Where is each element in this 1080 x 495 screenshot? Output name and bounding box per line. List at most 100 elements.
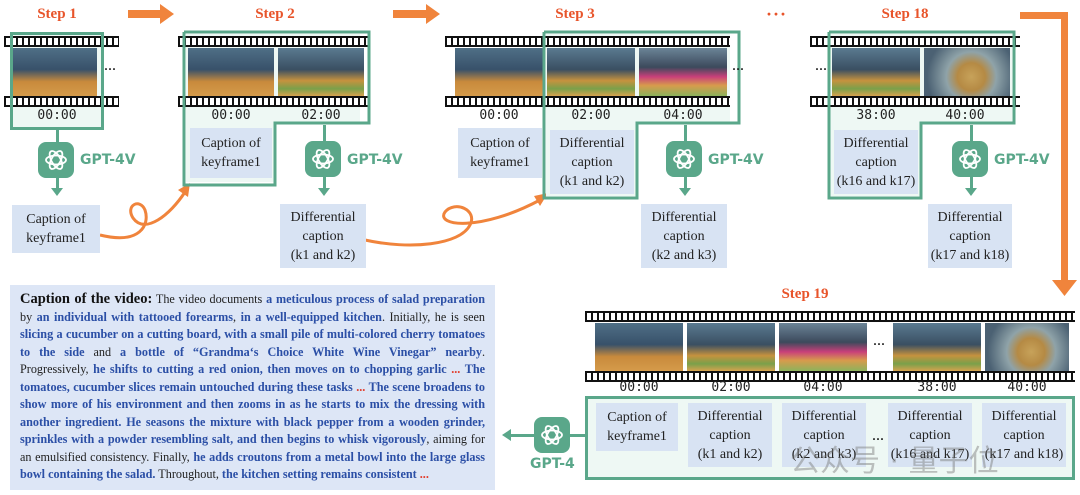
caption-line: (k1 and k2): [290, 247, 356, 263]
caption-text: , aiming for an emulsified consistency. …: [20, 432, 486, 464]
step3-output-caption: Differential caption (k2 and k3): [641, 204, 727, 268]
step2-to-step3-arrow: [393, 4, 440, 24]
film-perforation-bottom: [585, 371, 1075, 382]
step3-selection-box: [542, 30, 741, 200]
caption-line: caption: [803, 427, 845, 443]
caption-line: Differential: [897, 408, 963, 424]
arrow-down-icon: [51, 188, 63, 196]
keyframe-thumbnail: [639, 48, 727, 96]
caption-line: caption: [709, 427, 751, 443]
caption-line: Differential: [843, 135, 909, 151]
step19-filmstrip: ···: [585, 311, 1075, 383]
step2-output-caption: Differential caption (k1 and k2): [280, 204, 366, 268]
film-perforation-top: [4, 36, 119, 47]
caption-line: (k17 and k18): [984, 446, 1064, 462]
openai-logo-icon: [959, 149, 981, 169]
model-label: GPT-4V: [347, 152, 403, 168]
caption-text: . Initially, he is seen: [381, 309, 485, 324]
video-caption-lead: Caption of the video:: [20, 291, 153, 307]
connector: [970, 177, 973, 188]
caption-text: by: [20, 309, 37, 324]
caption-text: Throughout,: [155, 467, 222, 481]
caption-line: (k1 and k2): [697, 446, 763, 462]
timestamp: 00:00: [619, 380, 659, 395]
step1-output-caption: Caption of keyframe1: [12, 205, 100, 253]
timestamp: 00:00: [37, 108, 77, 123]
caption-line: caption: [663, 228, 705, 244]
orange-arrow-icon: [1052, 280, 1077, 296]
step2-input-caption: Caption of keyframe1: [190, 128, 272, 178]
caption-line: caption: [571, 154, 613, 170]
caption-line: caption: [949, 228, 991, 244]
keyframe-thumbnail: [595, 323, 683, 371]
step2-filmstrip: [178, 36, 368, 108]
model-label: GPT-4V: [708, 152, 764, 168]
connector: [323, 177, 326, 188]
timestamp: 02:00: [571, 108, 611, 123]
caption-line: Differential: [791, 408, 857, 424]
keyframe-thumbnail: [779, 323, 867, 371]
caption-ellipsis: ···: [872, 432, 885, 446]
step18-filmstrip: [810, 36, 1020, 108]
caption-line: (k16 and k17): [890, 446, 970, 462]
keyframe-thumbnail: [985, 323, 1069, 371]
caption-line: Differential: [991, 408, 1057, 424]
omission-ellipsis: ...: [446, 362, 465, 376]
highlighted-phrase: The tomatoes, cucumber slices remain unt…: [20, 362, 486, 394]
caption-line: Differential: [937, 209, 1003, 225]
keyframe-thumbnail: [547, 48, 635, 96]
arrow-down-icon: [318, 188, 330, 196]
orange-arrow-icon: [393, 4, 440, 24]
orange-arrow-icon: [128, 4, 174, 24]
keyframe-thumbnail: [278, 48, 364, 96]
highlighted-phrase: he adds croutons from a metal bowl into …: [20, 449, 485, 482]
curly-arrow-step1: [99, 191, 187, 240]
step3-title: Step 3: [555, 6, 595, 22]
caption-text: The video documents: [152, 292, 267, 306]
connector: [684, 177, 687, 188]
watermark: 公众号 · 量子位: [790, 444, 999, 479]
caption-line: caption: [302, 228, 344, 244]
timestamp: 02:00: [301, 108, 341, 123]
steps-ellipsis: ···: [766, 4, 788, 24]
timestamp: 38:00: [917, 380, 957, 395]
model-label: GPT-4V: [994, 152, 1050, 168]
connector: [684, 125, 687, 141]
step1-selection-box: [10, 32, 104, 130]
step19-title: Step 19: [781, 286, 829, 302]
film-perforation-bottom: [4, 96, 119, 107]
caption-line: Caption of: [607, 410, 667, 425]
caption-line: Differential: [697, 408, 763, 424]
step18-input-caption: Differential caption (k16 and k17): [834, 130, 918, 194]
highlighted-phrase: slicing a cucumber on a cutting board, w…: [20, 327, 485, 359]
connector: [570, 434, 586, 437]
caption-line: (k1 and k2): [559, 173, 625, 189]
frame-ellipsis: ···: [815, 62, 828, 76]
keyframe-thumbnail: [188, 48, 274, 96]
frame-ellipsis: ···: [104, 62, 117, 76]
connector: [970, 125, 973, 141]
bracket-top: [1020, 12, 1068, 19]
openai-logo-icon: [673, 149, 695, 169]
caption-line: (k16 and k17): [836, 173, 916, 189]
connector: [323, 125, 326, 141]
omission-ellipsis: ...: [352, 379, 369, 394]
model-label: GPT-4V: [80, 152, 136, 168]
connector: [56, 130, 59, 142]
keyframe-thumbnail: [687, 323, 775, 371]
openai-logo-icon: [45, 150, 67, 170]
caption-line: Differential: [290, 209, 356, 225]
keyframe-thumbnail: [893, 323, 981, 371]
timestamp: 38:00: [856, 108, 896, 123]
caption-line: (k2 and k3): [791, 446, 857, 462]
gpt4v-model-box: [305, 141, 341, 177]
highlighted-phrase: in a well-equipped kitchen: [240, 309, 382, 324]
film-perforation-top: [178, 36, 368, 47]
omission-ellipsis: ...: [416, 467, 429, 481]
caption-line: caption: [909, 427, 951, 443]
step19-caption-item: Differential caption (k17 and k18): [982, 403, 1066, 467]
caption-line: Differential: [559, 135, 625, 151]
highlighted-phrase: an individual with tattooed forearms: [36, 309, 234, 324]
keyframe-thumbnail: [455, 48, 543, 96]
